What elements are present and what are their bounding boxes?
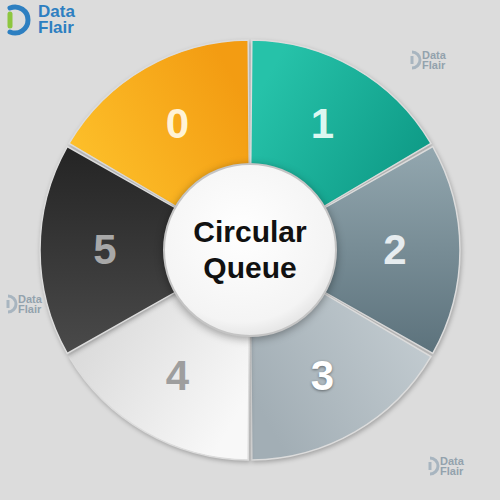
slot-index: 4 bbox=[166, 355, 189, 397]
watermark: Data Flair bbox=[422, 50, 446, 71]
slot-index: 2 bbox=[383, 229, 406, 271]
logo-icon bbox=[10, 7, 28, 33]
center-title: Circular Queue bbox=[175, 214, 325, 286]
center-circle: Circular Queue bbox=[162, 162, 338, 338]
slot-index: 1 bbox=[311, 103, 334, 145]
circle-outline bbox=[164, 164, 336, 336]
watermark: Data Flair bbox=[18, 294, 42, 315]
circle-shape bbox=[162, 162, 338, 338]
slot-index: 0 bbox=[166, 103, 189, 145]
slot-index: 3 bbox=[311, 355, 334, 397]
logo-text: Data Flair bbox=[38, 4, 75, 36]
slot-index: 5 bbox=[93, 229, 116, 271]
watermark: Data Flair bbox=[440, 456, 464, 477]
